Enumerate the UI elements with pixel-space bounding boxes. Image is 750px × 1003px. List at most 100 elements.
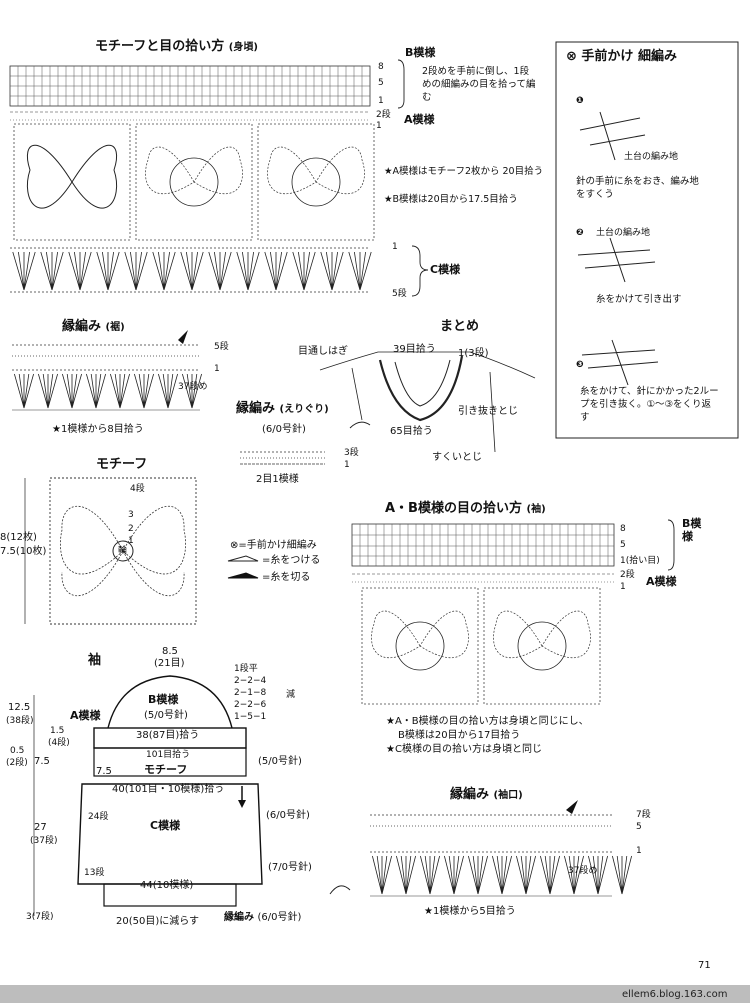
sleeve-bottom-reduce: 20(50目)に減らす: [116, 916, 200, 927]
neck-title: 縁編み (えりぐり): [236, 401, 329, 417]
sleeve-needle-6: (6/0号針): [266, 810, 310, 821]
sleeve-needle-5: (5/0号針): [258, 756, 302, 767]
title-text: モチーフと目の拾い方: [95, 39, 225, 54]
legend-step-3-num: ❸: [576, 360, 584, 370]
hem-row-37: 37段め: [178, 382, 208, 392]
sleeve-edge-needle: (6/0号針): [257, 912, 302, 923]
body-c-row-5: 5段: [392, 289, 407, 299]
finish-bottom-right: すくいとじ: [432, 452, 482, 463]
body-b-label: B模様: [405, 46, 436, 59]
cuff-title: 縁編み (袖口): [450, 787, 523, 803]
legend-step-1-note: 針の手前に糸をおき、編み地をすくう: [576, 176, 699, 200]
sleeve-pickup-title-text: A・B模様の目の拾い方: [385, 501, 522, 516]
body-motif-row: [13, 123, 375, 241]
sleeve-a-pattern: A模様: [70, 709, 101, 722]
cuff-title-text: 縁編み: [450, 787, 490, 802]
sleeve-h-motif: 7.5: [34, 756, 50, 767]
legend-box-frame: [555, 41, 739, 439]
hem-edge-diagram: [12, 330, 202, 411]
body-a-row: [10, 111, 370, 121]
sleeve-motif-label: モチーフ: [144, 763, 188, 776]
sleeve-pick-40: 40(101目・10模様)拾う: [112, 784, 225, 795]
neck-needle: (6/0号針): [262, 424, 306, 435]
sleeve-note-1: ★A・B模様の目の拾い方は身頃と同じにし、: [386, 716, 589, 727]
legend-step-2-label: 土台の編み地: [596, 228, 651, 238]
page-number: 71: [698, 960, 711, 971]
body-row-5: 5: [378, 78, 384, 88]
legend-step-1-num: ❶: [576, 96, 584, 106]
body-c-rows: [10, 247, 372, 293]
sleeve-c-label: C模様: [150, 819, 181, 832]
finish-mid-label: 引き抜きとじ: [458, 406, 518, 417]
neck-edge-diagram: [240, 451, 325, 465]
body-diagram-title: モチーフと目の拾い方 (身頃): [95, 39, 258, 55]
sleeve-title: 袖: [88, 653, 102, 668]
body-row-1: 1: [378, 96, 384, 106]
sleeve-rows-24: 24段: [88, 812, 109, 822]
sleeve-h-body: 27: [34, 822, 47, 833]
sleeve-rows-13: 13段: [84, 868, 105, 878]
sleeve-dec-3: 2−1−8: [234, 688, 267, 698]
neck-row-3: 3段: [344, 448, 359, 458]
motif-round-4: 4段: [130, 484, 145, 494]
hem-title: 縁編み (裾): [62, 319, 125, 335]
sleeve-note-2: B模様は20目から17目拾う: [398, 730, 521, 741]
body-star-note-2: ★B模様は20目から17.5目拾う: [384, 194, 518, 205]
sleeve-b-needle: (5/0号針): [144, 710, 188, 721]
neck-row-1: 1: [344, 460, 350, 470]
title-sub: (身頃): [228, 42, 258, 53]
sleeve-motif-w: 7.5: [96, 766, 112, 777]
sleeve-schematic: [33, 675, 351, 916]
cuff-row-7: 7段: [636, 810, 651, 820]
legend-step-3-note: 糸をかけて、針にかかった2ループを引き抜く。①〜③をくり返す: [580, 386, 719, 423]
symbol-1: ⊗=手前かけ細編み: [230, 540, 317, 551]
legend-step-2-note: 糸をかけて引き出す: [596, 294, 682, 305]
body-row-2dan: 2段: [376, 110, 391, 120]
sleeve-top-w: 8.5: [162, 646, 178, 657]
sleeve-row-5: 5: [620, 540, 626, 550]
sleeve-needle-7: (7/0号針): [268, 862, 312, 873]
body-b-grid: [9, 65, 371, 107]
legend-title: ⊗ 手前かけ 細編み: [566, 49, 677, 64]
sleeve-row-2dan: 2段: [620, 570, 635, 580]
body-a-label: A模様: [404, 113, 435, 126]
sleeve-w-44: 44(10模様): [140, 880, 194, 891]
sleeve-a-label: A模様: [646, 575, 677, 588]
sleeve-dec-label: 減: [286, 690, 296, 700]
legend-hand-illustrations: [577, 111, 659, 386]
footer-bar: [0, 985, 750, 1003]
finish-bottom-label: 65目拾う: [390, 426, 433, 437]
sleeve-dec-2: 2−2−4: [234, 676, 267, 686]
sleeve-h-edge: 3(7段): [26, 912, 54, 922]
cuff-note: ★1模様から5目拾う: [424, 906, 516, 917]
motif-size-2: 7.5(10枚): [0, 546, 47, 557]
finish-title: まとめ: [440, 319, 480, 334]
sleeve-h-motif-gap-sub: (2段): [6, 758, 28, 768]
motif-round-2: 2: [128, 524, 134, 534]
sleeve-pick-38: 38(87目)拾う: [136, 730, 200, 741]
cuff-sub: (袖口): [493, 790, 523, 801]
neck-note: 2目1模様: [256, 474, 299, 485]
body-c-row-1: 1: [392, 242, 398, 252]
sleeve-h-motif-gap: 0.5: [10, 746, 25, 756]
sleeve-row-1b: 1: [620, 582, 626, 592]
finish-top-label: 39目拾う: [393, 344, 436, 355]
sleeve-row-8: 8: [620, 524, 626, 534]
hem-title-text: 縁編み: [62, 319, 102, 334]
motif-round-3: 3: [128, 510, 134, 520]
motif-diagram: [24, 477, 197, 625]
neck-sub: (えりぐり): [279, 404, 329, 415]
sleeve-h-a: 1.5: [50, 726, 65, 736]
sleeve-h-a-sub: (4段): [48, 738, 70, 748]
neck-title-text: 縁編み: [236, 401, 276, 416]
motif-title: モチーフ: [96, 457, 148, 472]
sleeve-dec-4: 2−2−6: [234, 700, 267, 710]
sleeve-b-grid: [351, 519, 675, 705]
symbol-2: =糸をつける: [262, 555, 321, 566]
legend-step-2-num: ❷: [576, 228, 584, 238]
cuff-row-5: 5: [636, 822, 642, 832]
motif-size-1: 8(12枚): [0, 532, 37, 543]
sleeve-pickup-title: A・B模様の目の拾い方 (袖): [385, 501, 546, 517]
legend-step-1-label: 土台の編み地: [624, 152, 679, 162]
